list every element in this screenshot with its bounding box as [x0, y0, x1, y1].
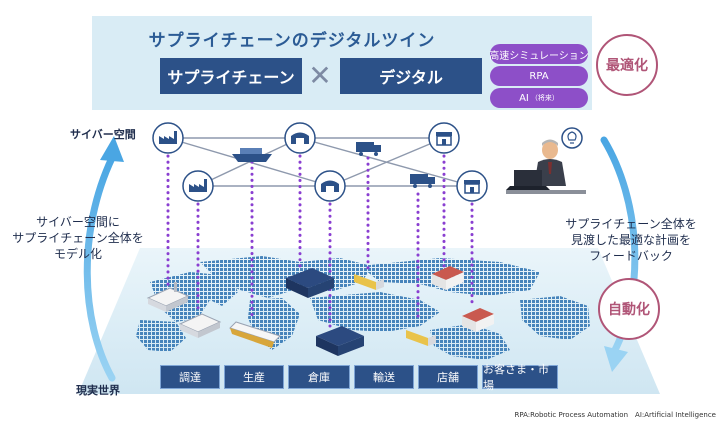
left-cycle-arrow: [83, 154, 116, 382]
footnote: RPA:Robotic Process Automation AI:Artifi…: [514, 411, 717, 419]
cyber-truck-icon-2: [410, 174, 435, 188]
real-warehouse-2: [316, 326, 364, 356]
cyber-node-store-1: [428, 122, 460, 154]
cyber-ship-icon: [232, 148, 272, 162]
lightbulb-icon: [561, 127, 583, 149]
real-factory-1: [146, 282, 190, 312]
cyber-node-factory-1: [152, 122, 184, 154]
pill-note: （将来）: [530, 94, 559, 102]
cyber-space-label: サイバー空間: [70, 128, 136, 141]
cyber-truck-icon-1: [356, 142, 381, 156]
right-description-line: フィードバック: [589, 249, 673, 263]
pill-ai: AI （将来）: [490, 88, 588, 108]
right-cycle-arrowhead: [604, 346, 628, 372]
real-store-2: [462, 308, 494, 332]
category-customer-market: お客さま・市場: [482, 363, 558, 392]
category-transport: 輸送: [354, 365, 414, 389]
real-world-label: 現実世界: [76, 384, 120, 397]
digital-twin-header-panel: サプライチェーンのデジタルツイン サプライチェーン ✕ デジタル 高速シミュレー…: [92, 16, 592, 110]
category-production: 生産: [224, 365, 284, 389]
automate-badge: 自動化: [598, 278, 660, 340]
left-description: サイバー空間に サプライチェーン全体を モデル化: [8, 214, 148, 262]
category-procurement: 調達: [160, 365, 220, 389]
left-description-line: サイバー空間に: [36, 215, 120, 229]
real-store-1: [432, 266, 464, 290]
dotted-connectors: [166, 154, 474, 328]
left-description-line: モデル化: [53, 247, 102, 261]
real-truck-1: [354, 274, 384, 290]
pill-label: 高速シミュレーション: [489, 50, 589, 62]
real-truck-2: [406, 330, 436, 346]
cyber-node-warehouse-2: [314, 170, 346, 202]
category-store: 店舗: [418, 365, 478, 389]
businessman-at-laptop-icon: [506, 127, 586, 194]
right-description: サプライチェーン全体を 見渡した最適な計画を フィードバック: [556, 216, 706, 264]
cyber-node-store-2: [456, 170, 488, 202]
real-ship: [229, 321, 281, 348]
pill-label: AI: [519, 92, 529, 104]
left-cycle-arrowhead: [100, 136, 124, 162]
pill-fast-simulation: 高速シミュレーション: [489, 44, 589, 64]
right-description-line: 見渡した最適な計画を: [570, 233, 691, 247]
pill-rpa: RPA: [490, 66, 588, 86]
cyber-node-factory-2: [182, 170, 214, 202]
optimize-badge: 最適化: [596, 34, 658, 96]
left-description-line: サプライチェーン全体を: [12, 231, 144, 245]
real-warehouse-1: [286, 268, 334, 298]
cyber-node-warehouse-1: [284, 122, 316, 154]
supply-chain-box: サプライチェーン: [160, 58, 302, 94]
real-factory-2: [178, 313, 222, 338]
pill-label: RPA: [529, 70, 549, 82]
category-warehouse: 倉庫: [288, 365, 350, 389]
right-description-line: サプライチェーン全体を: [565, 217, 697, 231]
header-title: サプライチェーンのデジタルツイン: [148, 31, 436, 51]
digital-box: デジタル: [340, 58, 482, 94]
times-icon: ✕: [308, 59, 332, 92]
